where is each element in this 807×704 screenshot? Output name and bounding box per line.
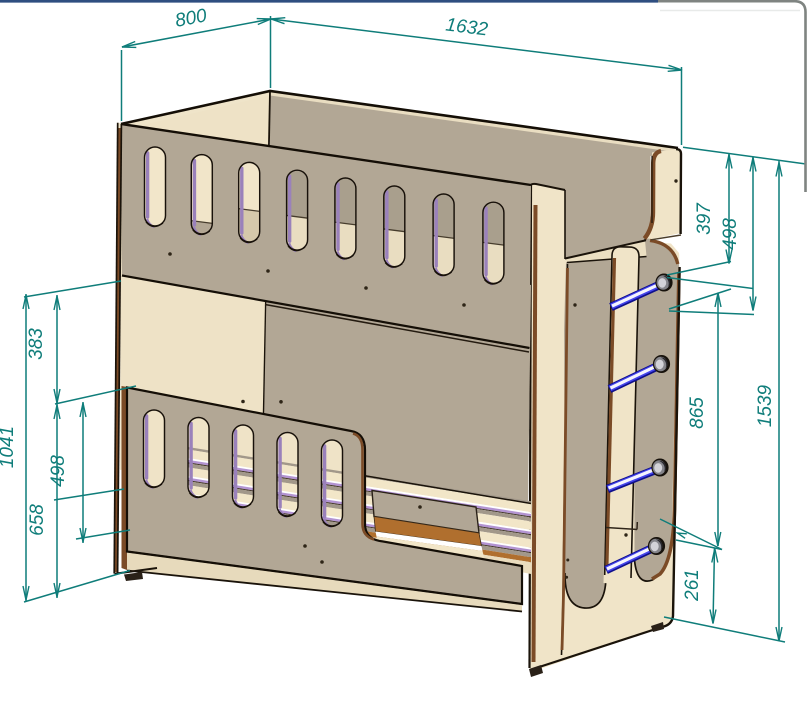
svg-text:865: 865 <box>687 397 708 429</box>
svg-text:397: 397 <box>694 202 715 235</box>
svg-text:1632: 1632 <box>444 15 489 41</box>
svg-text:498: 498 <box>720 218 741 250</box>
svg-text:383: 383 <box>26 328 47 360</box>
svg-text:800: 800 <box>173 5 208 32</box>
svg-text:658: 658 <box>27 504 48 536</box>
svg-text:1539: 1539 <box>755 384 776 427</box>
svg-text:1041: 1041 <box>0 426 18 468</box>
svg-text:261: 261 <box>682 569 703 602</box>
svg-text:498: 498 <box>48 455 69 487</box>
